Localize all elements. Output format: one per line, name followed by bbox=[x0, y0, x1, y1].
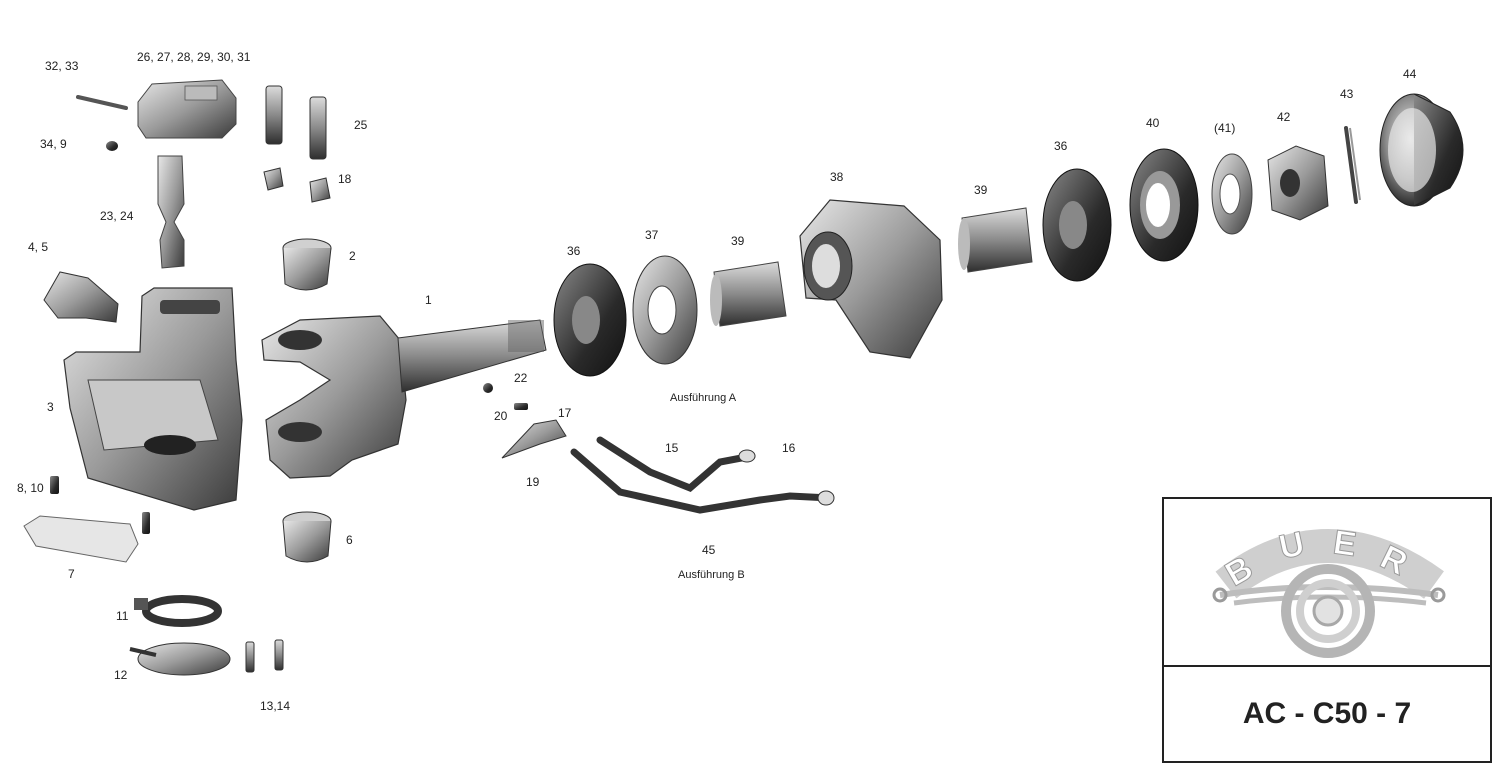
label-38: 38 bbox=[830, 170, 844, 184]
part-bushing-2 bbox=[282, 238, 332, 291]
part-cotter-pin-43 bbox=[1344, 126, 1361, 204]
label-15: 15 bbox=[665, 441, 679, 455]
part-lever-17-19 bbox=[501, 419, 567, 459]
label-17: 17 bbox=[558, 406, 572, 420]
variant-b-caption: Ausführung B bbox=[678, 569, 745, 581]
label-16: 16 bbox=[782, 441, 796, 455]
part-rod-45 bbox=[570, 448, 835, 514]
part-housing-38 bbox=[799, 199, 943, 359]
part-pin-32-33 bbox=[76, 95, 128, 110]
part-knuckle-1 bbox=[261, 315, 547, 479]
part-hubcap-44 bbox=[1379, 93, 1464, 207]
title-block: B U E R AC - C50 - 7 bbox=[1162, 497, 1492, 763]
part-bolt-8-10 bbox=[50, 476, 59, 494]
label-25: 25 bbox=[354, 118, 368, 132]
label-26-31: 26, 27, 28, 29, 30, 31 bbox=[137, 50, 251, 64]
part-bolt-small bbox=[142, 512, 150, 534]
label-8-10: 8, 10 bbox=[17, 481, 44, 495]
part-bracket-3 bbox=[63, 287, 243, 511]
part-seal-36-left bbox=[553, 263, 627, 377]
part-sleeve-39-right bbox=[958, 207, 1033, 273]
part-rod-15 bbox=[596, 436, 756, 493]
label-36-left: 36 bbox=[567, 244, 581, 258]
part-seal-36-right bbox=[1042, 168, 1112, 282]
label-34-9: 34, 9 bbox=[40, 137, 67, 151]
code-cell: AC - C50 - 7 bbox=[1164, 667, 1490, 761]
part-cap-26-31 bbox=[137, 79, 237, 139]
part-sleeve-39-left bbox=[710, 261, 787, 327]
part-race-40 bbox=[1129, 148, 1199, 262]
label-13-14: 13,14 bbox=[260, 699, 291, 713]
label-36-right: 36 bbox=[1054, 139, 1068, 153]
label-20: 20 bbox=[494, 409, 508, 423]
label-1: 1 bbox=[425, 293, 432, 307]
label-11: 11 bbox=[116, 609, 129, 623]
part-grease-nipples-18 bbox=[263, 167, 331, 203]
label-44: 44 bbox=[1403, 67, 1417, 81]
label-42: 42 bbox=[1277, 110, 1291, 124]
label-6: 6 bbox=[346, 533, 353, 547]
label-18: 18 bbox=[338, 172, 352, 186]
part-clamp-11 bbox=[134, 595, 222, 627]
part-washer-41 bbox=[1211, 153, 1253, 235]
label-41: (41) bbox=[1214, 121, 1236, 135]
part-bushing-6 bbox=[282, 511, 332, 563]
label-12: 12 bbox=[114, 668, 128, 682]
variant-a-caption: Ausführung A bbox=[670, 392, 737, 404]
part-studs-25 bbox=[265, 85, 327, 160]
part-disc-12 bbox=[129, 642, 231, 676]
label-40: 40 bbox=[1146, 116, 1160, 130]
part-washer-37 bbox=[632, 255, 698, 365]
label-45: 45 bbox=[702, 543, 716, 557]
label-32-33: 32, 33 bbox=[45, 59, 79, 73]
label-39-left: 39 bbox=[731, 234, 745, 248]
label-19: 19 bbox=[526, 475, 540, 489]
part-screw-20 bbox=[514, 403, 528, 410]
part-spindle-23-24 bbox=[157, 155, 185, 269]
label-7: 7 bbox=[68, 567, 75, 581]
part-plate-7 bbox=[23, 515, 139, 563]
label-2: 2 bbox=[349, 249, 356, 263]
label-39-right: 39 bbox=[974, 183, 988, 197]
part-nut-42 bbox=[1267, 145, 1329, 221]
part-screws-13-14 bbox=[245, 639, 284, 673]
drawing-code: AC - C50 - 7 bbox=[1242, 697, 1412, 730]
buer-logo: B U E R bbox=[1212, 523, 1446, 658]
part-screw-34-9 bbox=[106, 141, 118, 151]
logo-cell: B U E R bbox=[1164, 499, 1490, 667]
label-22: 22 bbox=[514, 371, 528, 385]
label-23-24: 23, 24 bbox=[100, 209, 134, 223]
part-fitting-4-5 bbox=[43, 271, 119, 323]
label-3: 3 bbox=[47, 400, 54, 414]
part-nipple-22 bbox=[483, 383, 493, 393]
label-43: 43 bbox=[1340, 87, 1354, 101]
label-4-5: 4, 5 bbox=[28, 240, 49, 254]
label-37: 37 bbox=[645, 228, 659, 242]
